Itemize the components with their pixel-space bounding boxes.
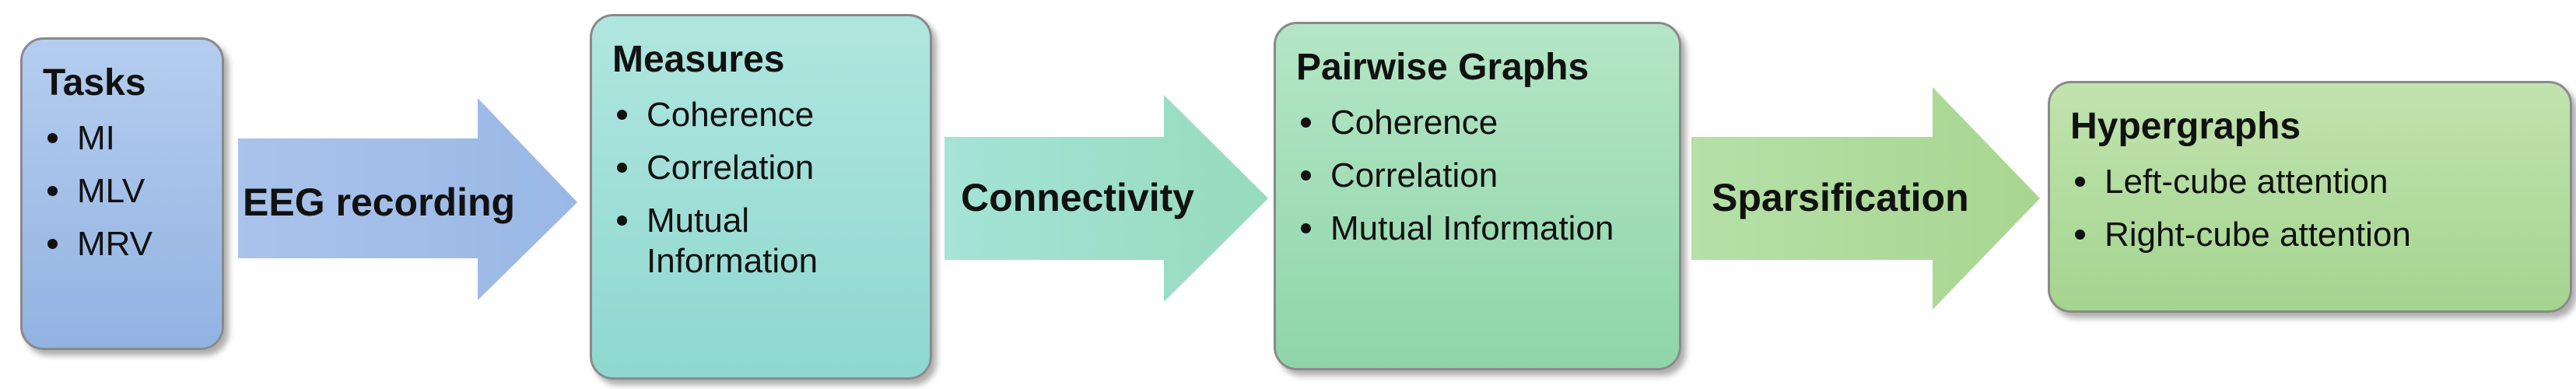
measures-title: Measures [612,39,785,80]
list-item: Right-cube attention [2070,215,2550,255]
measures-list: Coherence Correlation Mutual Information [612,95,909,282]
pairwise-graphs-box: Pairwise Graphs Coherence Correlation Mu… [1274,22,1681,370]
hypergraphs-title: Hypergraphs [2070,106,2301,147]
list-item: MLV [43,171,202,212]
pairwise-graphs-title: Pairwise Graphs [1296,47,1589,88]
list-item: Coherence [1296,103,1659,143]
list-item: Left-cube attention [2070,162,2550,202]
hypergraphs-box: Hypergraphs Left-cube attention Right-cu… [2048,81,2572,313]
eeg-recording-label: EEG recording [243,180,516,224]
arrow-sparsification [1691,87,2040,310]
tasks-list: MI MLV MRV [43,118,202,265]
connectivity-label: Connectivity [961,176,1195,219]
arrow-eeg-recording [238,98,577,300]
tasks-box: Tasks MI MLV MRV [20,37,224,350]
hypergraphs-list: Left-cube attention Right-cube attention [2070,162,2550,255]
tasks-title: Tasks [43,62,146,103]
list-item: Coherence [612,95,909,135]
list-item: Correlation [612,148,909,188]
measures-box: Measures Coherence Correlation Mutual In… [590,14,932,380]
list-item: Correlation [1296,156,1659,196]
sparsification-label: Sparsification [1712,176,1969,219]
list-item: Mutual Information [612,201,909,282]
arrow-connectivity [945,95,1268,302]
pairwise-graphs-list: Coherence Correlation Mutual Information [1296,103,1659,249]
list-item: MRV [43,224,202,265]
list-item: MI [43,118,202,159]
list-item: Mutual Information [1296,209,1659,249]
